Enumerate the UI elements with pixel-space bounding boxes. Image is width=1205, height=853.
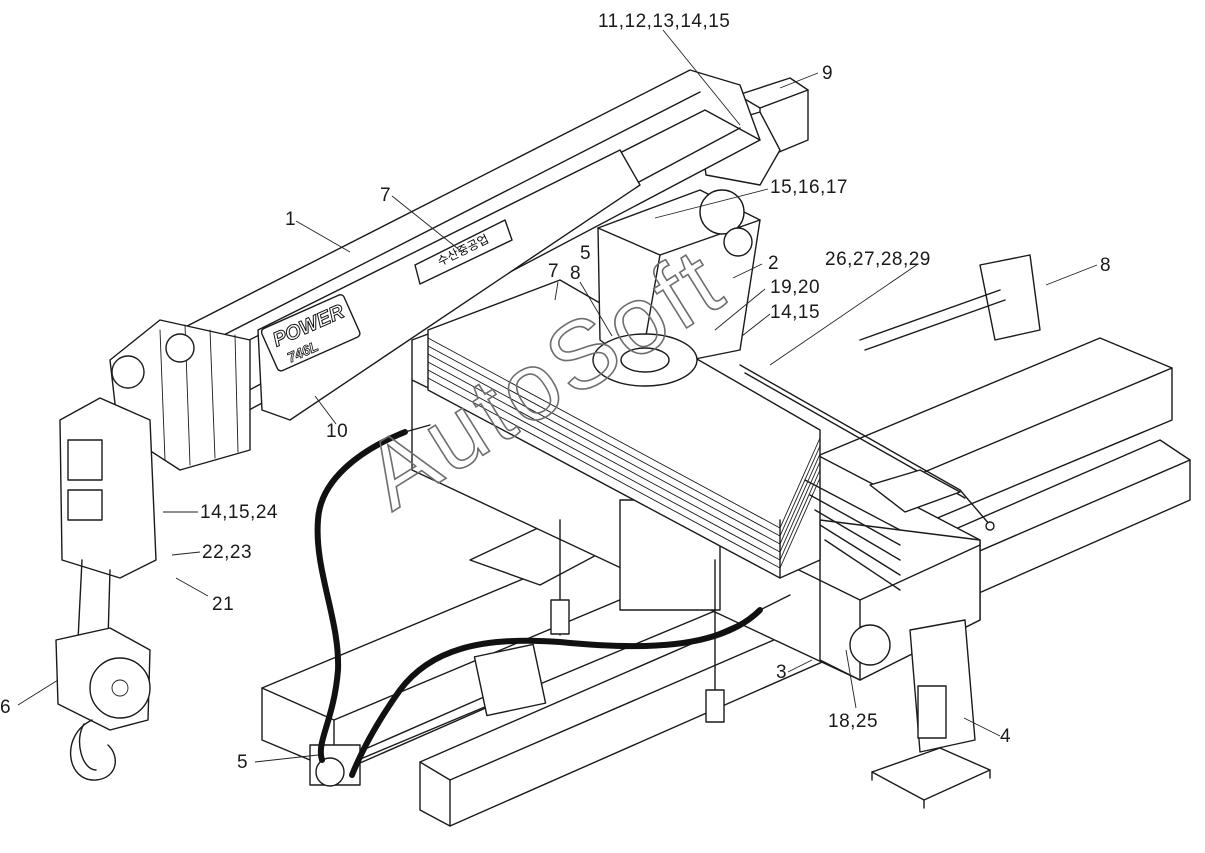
- callout-19-20: 19,20: [770, 277, 821, 298]
- callout-7-center: 7: [548, 261, 560, 282]
- callout-5-top: 5: [580, 243, 592, 264]
- callout-8-right: 8: [1100, 255, 1112, 276]
- hook-assembly: [55, 397, 157, 781]
- callout-4: 4: [1000, 726, 1012, 747]
- callout-1: 1: [285, 209, 297, 230]
- boom-logo: POWER 746L: [260, 294, 361, 372]
- pto-shaft: [309, 643, 547, 787]
- callout-10: 10: [326, 421, 349, 442]
- callout-14-15-24: 14,15,24: [200, 502, 278, 523]
- callout-9: 9: [822, 63, 834, 84]
- callout-11-15: 11,12,13,14,15: [598, 11, 731, 32]
- outrigger: [849, 619, 991, 809]
- callout-3: 3: [776, 662, 788, 683]
- leader-lines: [17, 29, 1098, 763]
- callout-14-15: 14,15: [770, 302, 821, 323]
- boom-decal-plate: [414, 219, 513, 285]
- callout-18-25: 18,25: [828, 711, 879, 732]
- hydraulic-hoses: [314, 424, 791, 778]
- boom: 수산중공업 POWER 746L: [109, 69, 761, 471]
- rod-assembly: [739, 254, 1041, 531]
- callout-8-center: 8: [570, 263, 582, 284]
- control-levers: [804, 479, 901, 591]
- callout-22-23: 22,23: [202, 542, 253, 563]
- callout-7-boom: 7: [380, 185, 392, 206]
- callout-26-29: 26,27,28,29: [825, 249, 931, 270]
- callout-15-17: 15,16,17: [770, 177, 848, 198]
- callout-6: 6: [0, 697, 12, 718]
- callout-2: 2: [768, 253, 780, 274]
- valve-bank: [427, 279, 901, 591]
- callout-21: 21: [212, 594, 235, 615]
- column: [592, 189, 761, 387]
- callout-5-bottom: 5: [237, 752, 249, 773]
